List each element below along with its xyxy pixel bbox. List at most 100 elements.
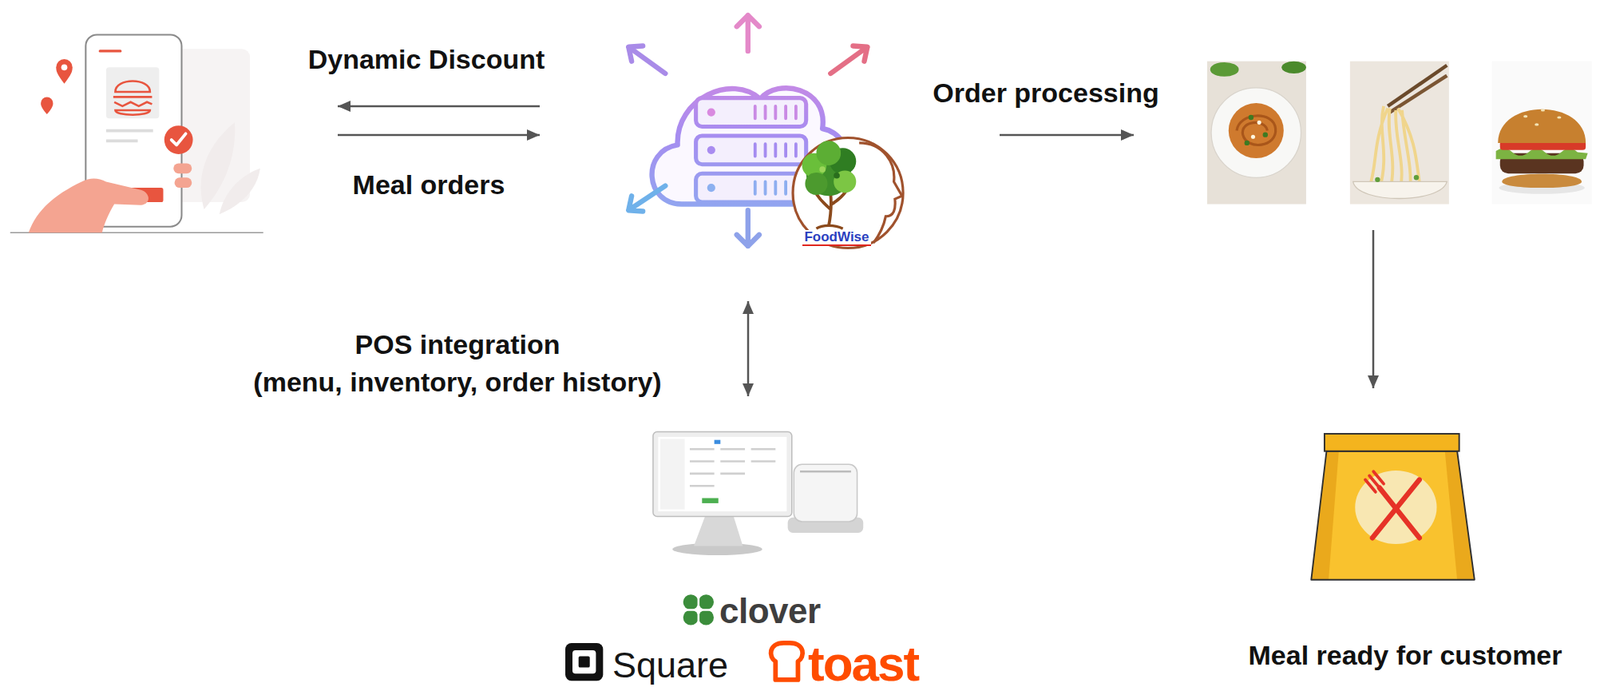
- cloud-server-icon-part: [755, 106, 797, 119]
- phone-illustration-part: [174, 177, 193, 188]
- edge-label: Dynamic Discount: [308, 43, 546, 76]
- noodle-photo-part: [1350, 61, 1450, 205]
- burger-photo-part: [1501, 174, 1582, 188]
- noodle-photo-part: [1374, 177, 1380, 183]
- pasta-photo-part: [1248, 114, 1254, 120]
- server-node: FoodWise: [539, 7, 1000, 301]
- noodle-photo-part: [1390, 75, 1448, 113]
- phone-illustration-part: [106, 129, 154, 133]
- burger-photo-part: [1534, 122, 1539, 126]
- pasta-photo-part: [1244, 140, 1250, 146]
- cloud-server-icon-part: [755, 143, 797, 156]
- phone-illustration-part: [28, 178, 149, 234]
- pos-terminal-part: [701, 498, 718, 503]
- phone-illustration-part: [114, 81, 150, 92]
- foodwise-logo-part: [833, 170, 856, 193]
- phone-node: [10, 30, 338, 238]
- pasta-photo-part: [1211, 87, 1301, 178]
- phone-illustration-part: [99, 49, 121, 52]
- foodwise-logo-part: [819, 166, 826, 173]
- pos-terminal-part: [689, 448, 776, 486]
- pasta-photo-part: [1257, 120, 1262, 125]
- phone-illustration-part: [55, 59, 72, 84]
- edge-label: Meal orders: [352, 168, 506, 202]
- cloud-server-icon-part: [736, 15, 760, 52]
- clover-logo-mark-part: [698, 594, 714, 610]
- cloud-server-icon-part: [652, 87, 851, 204]
- phone-illustration-part: [173, 162, 192, 174]
- foodwise-logo-part: [833, 172, 840, 179]
- noodle-photo-part: [1413, 174, 1419, 180]
- phone-illustration-part: [106, 67, 159, 119]
- foodwise-logo: [792, 137, 903, 248]
- edge-label: Order processing: [932, 76, 1159, 110]
- pasta-photo: [1207, 61, 1307, 205]
- pos-terminal-part: [653, 431, 793, 516]
- cloud-server-icon-part: [628, 186, 666, 212]
- noodle-photo-part: [1369, 106, 1421, 192]
- square-logo-mark: [565, 642, 603, 681]
- cloud-server-icon-part: [830, 45, 868, 73]
- pos-terminal-part: [793, 463, 857, 522]
- phone-illustration-part: [40, 96, 53, 115]
- pos-terminal: [653, 431, 864, 555]
- square-logo-mark-part: [578, 656, 591, 668]
- brand-logo-text: Square: [612, 646, 729, 683]
- phone-illustration: [10, 34, 264, 233]
- burger-photo-part: [1497, 109, 1586, 143]
- clover-logo-mark-part: [683, 594, 699, 610]
- takeout-bag-part: [1354, 470, 1437, 544]
- takeout-bag-part: [1379, 487, 1420, 539]
- bag-node: Meal ready for customer: [1229, 388, 1581, 684]
- flow-arrow: [747, 300, 750, 397]
- logo-text: FoodWise: [802, 229, 871, 246]
- takeout-bag-part: [1324, 433, 1460, 452]
- pasta-photo-part: [1207, 61, 1307, 205]
- pos-terminal-part: [693, 513, 743, 547]
- cloud-server-icon-part: [707, 146, 716, 155]
- cloud-server-icon-part: [755, 181, 797, 194]
- foodwise-logo-part: [804, 172, 828, 195]
- foodwise-logo-part: [859, 142, 903, 243]
- phone-illustration-part: [171, 133, 187, 145]
- square-logo-mark-part: [572, 649, 596, 674]
- cloud-server-icon-part: [707, 107, 716, 116]
- cloud-server-icon-part: [696, 135, 807, 165]
- pasta-photo-part: [1281, 61, 1307, 74]
- phone-illustration-part: [113, 95, 153, 99]
- foodwise-logo-part: [792, 137, 903, 248]
- phone-illustration-part: [114, 110, 150, 115]
- phone-illustration-part: [219, 168, 261, 214]
- burger-photo-part: [1556, 115, 1561, 119]
- flow-arrow: [337, 134, 540, 137]
- noodle-photo: [1350, 61, 1450, 205]
- brand-logo-text: toast: [807, 638, 919, 689]
- clover-logo-mark-part: [698, 609, 714, 625]
- cloud-server-icon-part: [696, 173, 807, 202]
- pos-terminal-part: [800, 470, 852, 473]
- toast-logo-mark-part: [771, 642, 804, 680]
- noodle-photo-part: [1387, 65, 1447, 107]
- cloud-server-icon-part: [696, 98, 807, 127]
- pos-terminal-part: [660, 438, 686, 509]
- clover-logo-mark-part: [681, 591, 716, 628]
- clover-logo-mark: [681, 591, 716, 628]
- square-logo-mark-part: [565, 642, 603, 681]
- cloud-server-icon-part: [628, 45, 666, 73]
- pasta-photo-part: [1263, 131, 1268, 137]
- takeout-bag-part: [1310, 451, 1474, 580]
- phone-illustration-part: [164, 125, 194, 155]
- burger-photo-part: [1492, 61, 1593, 205]
- flow-arrow: [337, 105, 540, 108]
- foodwise-logo-part: [815, 225, 843, 229]
- noodle-photo-part: [1353, 181, 1448, 199]
- pos-terminal-part: [657, 436, 787, 511]
- pasta-photo-part: [1228, 102, 1284, 159]
- burger-photo: [1492, 61, 1593, 205]
- takeout-bag-part: [1310, 451, 1474, 580]
- takeout-bag: [1310, 433, 1474, 580]
- clover-logo-mark-part: [683, 609, 699, 625]
